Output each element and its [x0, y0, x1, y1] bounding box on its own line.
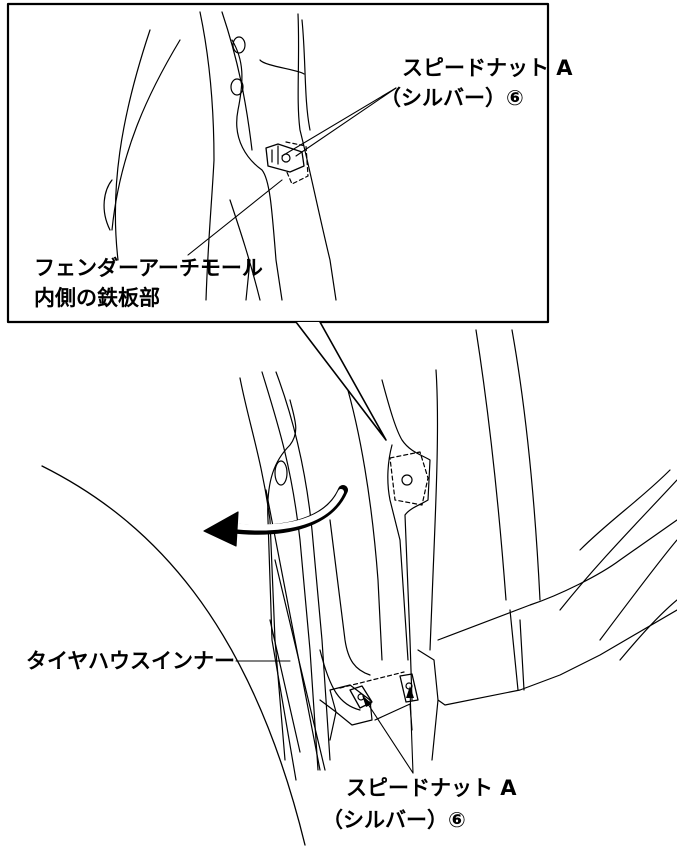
- fender-arch-flange: [381, 379, 431, 701]
- inner-wall-left: [329, 519, 371, 676]
- body-panel-curve-1: [475, 329, 507, 601]
- lower-fender-box: [437, 519, 677, 641]
- rocker-line-1: [559, 479, 677, 611]
- leader-arrowheads: [362, 686, 414, 707]
- tire-inner-ridge-1: [265, 489, 321, 771]
- leader-fender-steel: [187, 179, 283, 256]
- lower-speed-nut-left: [349, 685, 373, 709]
- leader-inset-speed-nut: [281, 87, 397, 157]
- inset-lower-lines: [229, 199, 261, 301]
- inset-speed-nut-label-line1: スピードナット A: [402, 56, 573, 80]
- callout-pointer: [295, 321, 387, 441]
- inset-speed-nut: [265, 143, 305, 173]
- fender-steel-label-line2: 内側の鉄板部: [34, 286, 160, 310]
- tire-house-inner-label: タイヤハウスインナー: [26, 649, 235, 673]
- rocker-line-4: [619, 599, 677, 661]
- rotation-arrow-head: [203, 511, 239, 547]
- leader-bottom-nut-left: [363, 697, 414, 774]
- inset-speed-nut-label-line2: （シルバー）⑥: [380, 86, 524, 110]
- inset-fender-edge: [301, 19, 311, 131]
- tire-inner-ridge-2: [274, 559, 326, 771]
- inset-clip-hidden: [285, 141, 309, 185]
- inset-pillar-edge-3: [259, 59, 305, 75]
- inset-speed-nut-tab: [271, 145, 279, 165]
- main-illustration: [41, 329, 677, 846]
- inset-fender-arc-1: [114, 29, 151, 261]
- inset-fender-flange: [297, 13, 337, 301]
- fender-steel-label-line1: フェンダーアーチモール: [34, 256, 263, 280]
- rocker-line-2: [599, 539, 677, 641]
- tire-inner-ridge-3: [269, 619, 301, 753]
- fender-arch-outer: [429, 369, 439, 651]
- pillar-body: [267, 399, 297, 781]
- body-panel-curve-2: [511, 329, 541, 601]
- fender-clip-hidden: [389, 451, 429, 506]
- inset-small-arc: [103, 179, 113, 231]
- tire-house-inner-arc: [41, 465, 306, 846]
- inner-wall-edge: [344, 379, 383, 661]
- rotation-arrow-body-inner: [229, 489, 344, 531]
- leader-bottom-nut-right: [409, 689, 414, 774]
- lower-fender-line-2: [519, 619, 525, 691]
- inset-pillar-body: [231, 39, 283, 301]
- pillar-inner-edge-2: [275, 371, 331, 761]
- inset-pillar-edge-1: [199, 11, 215, 301]
- bottom-speed-nut-label-line1: スピードナット A: [346, 776, 517, 800]
- bottom-speed-nut-label-line2: （シルバー）⑥: [322, 808, 466, 832]
- lower-fender-box-bottom: [417, 609, 677, 706]
- pillar-hole: [274, 460, 288, 486]
- inset-hole-1: [232, 36, 246, 54]
- pillar-inner-edge-1: [261, 371, 319, 771]
- inner-wall-curve: [319, 649, 361, 711]
- pillar-left-edge: [239, 377, 286, 761]
- lower-fender-line-3: [509, 609, 519, 691]
- callout-inset: [6, 2, 550, 441]
- leader-inset-speed-nut-2: [295, 87, 397, 157]
- arrowhead-bottom-left: [362, 695, 372, 707]
- lower-fender-line-1: [431, 699, 439, 761]
- inset-hole-2: [230, 78, 244, 96]
- lower-clip-hidden: [339, 671, 405, 689]
- fender-clip-hole: [401, 474, 413, 486]
- arrowhead-bottom-right: [406, 686, 414, 698]
- fender-arch-inner: [387, 444, 409, 661]
- leader-lines: [187, 87, 414, 774]
- rocker-line-3: [579, 469, 671, 551]
- lower-speed-nut-right: [399, 673, 419, 703]
